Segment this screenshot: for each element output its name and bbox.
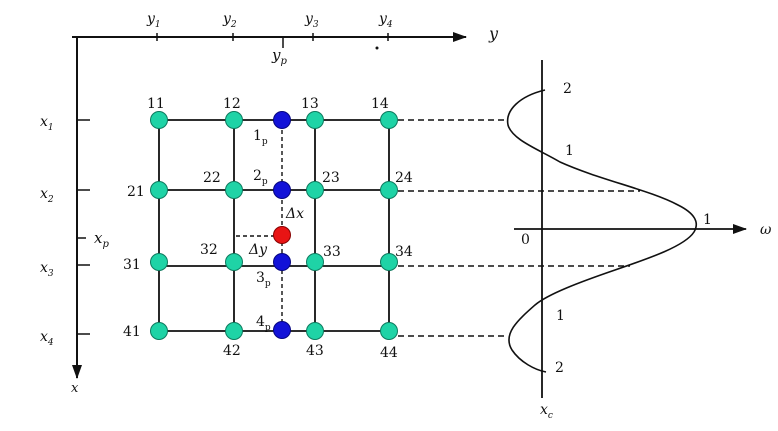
kernel-level-labels: 2 1 1 1 2	[555, 81, 712, 376]
node-label: 32	[200, 242, 218, 258]
projection-dashed-lines	[398, 119, 640, 337]
grid-node-31	[150, 253, 168, 271]
node-label: 33	[323, 244, 341, 260]
grid-node-12	[225, 111, 243, 129]
grid-node-22	[225, 181, 243, 199]
node-label: 21	[127, 184, 145, 200]
grid-lines	[158, 119, 390, 332]
grid-node-32	[225, 253, 243, 271]
level-label: 1	[556, 308, 565, 324]
grid-node-33	[306, 253, 324, 271]
x-axis-label: x	[71, 381, 79, 396]
node-label: 24	[395, 170, 413, 186]
interp-label: 1p	[253, 128, 268, 147]
interp-point-labels: 1p 2p 3p 4p Δx Δy	[248, 128, 304, 333]
interp-points	[273, 111, 291, 339]
x-tick-label: x4	[40, 329, 54, 348]
grid-nodes	[150, 111, 398, 340]
delta-x-label: Δx	[285, 206, 304, 222]
interp-label: 4p	[256, 314, 271, 333]
y-axis-label: y	[488, 24, 499, 43]
grid-node-43	[306, 322, 324, 340]
node-label: 31	[123, 257, 141, 273]
delta-y-label: Δy	[248, 242, 268, 258]
node-label: 14	[371, 96, 389, 112]
y-tick-label: y3	[304, 11, 319, 30]
interp-point-4p	[273, 321, 291, 339]
grid-node-23	[306, 181, 324, 199]
x-tick-label: x2	[40, 186, 54, 205]
grid-node-42	[225, 322, 243, 340]
node-label: 11	[147, 96, 165, 112]
node-label: 34	[395, 244, 413, 260]
stray-dot	[375, 46, 379, 50]
level-label: 1	[703, 212, 712, 228]
y-tick-label: y4	[378, 11, 393, 30]
node-label: 22	[203, 170, 221, 186]
node-label: 43	[306, 343, 324, 359]
x-tick-label: x3	[40, 260, 54, 279]
grid-node-14	[380, 111, 398, 129]
x-tick-label: x1	[40, 114, 54, 133]
node-label: 41	[123, 324, 141, 340]
node-label: 42	[223, 343, 241, 359]
node-label: 23	[322, 170, 340, 186]
grid-node-11	[150, 111, 168, 129]
grid-node-41	[150, 322, 168, 340]
kernel-curve	[506, 89, 698, 373]
xp-label: xp	[94, 229, 109, 250]
grid-node-labels: 11 12 13 14 21 22 23 24 31 32 33 34 41 4…	[123, 96, 413, 361]
level-label: 1	[565, 143, 574, 159]
origin-label: 0	[521, 232, 530, 248]
node-label: 12	[223, 96, 241, 112]
target-point	[273, 226, 291, 244]
node-label: 44	[380, 345, 398, 361]
grid-node-13	[306, 111, 324, 129]
grid-node-34	[380, 253, 398, 271]
interp-point-2p	[273, 181, 291, 199]
w-axis-label: ω	[760, 222, 772, 238]
y-tick-label: y1	[146, 11, 161, 30]
grid-node-21	[150, 181, 168, 199]
interp-point-1p	[273, 111, 291, 129]
y-tick-label: y2	[222, 11, 237, 30]
interp-point-3p	[273, 253, 291, 271]
interp-dashed-lines	[236, 130, 283, 322]
grid-node-44	[380, 322, 398, 340]
interp-label: 3p	[256, 270, 271, 289]
xc-axis-label: xc	[540, 402, 553, 421]
level-label: 2	[555, 360, 564, 376]
node-label: 13	[301, 96, 319, 112]
grid-node-24	[380, 181, 398, 199]
yp-label: yp	[271, 46, 287, 67]
interp-label: 2p	[253, 168, 268, 187]
level-label: 2	[563, 81, 572, 97]
